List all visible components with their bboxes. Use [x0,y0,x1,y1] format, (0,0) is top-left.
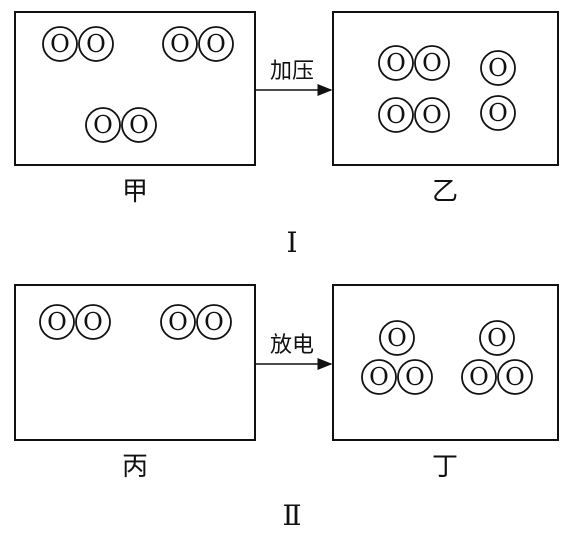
atom-symbol: O [93,111,113,139]
oxygen-atom: O [121,107,157,143]
atom-circle [198,26,234,62]
oxygen-atom: O [378,45,414,81]
oxygen-atom: O [160,304,196,340]
atom-symbol: O [206,30,226,58]
atom-circle [78,26,114,62]
atom-symbol: O [387,324,407,352]
atom-circle [378,45,414,81]
oxygen-atom: O [361,359,397,395]
atom-symbol: O [488,54,508,82]
oxygen-atom: O [497,359,533,395]
atom-circle [160,304,196,340]
oxygen-atom: O [379,320,415,356]
arrow-label-discharge: 放电 [270,333,314,358]
molecule: OO [480,50,516,131]
oxygen-atom: O [461,359,497,395]
box-bing [14,284,256,441]
atom-symbol: O [170,30,190,58]
atom-circle [75,304,111,340]
atom-symbol: O [204,308,224,336]
atom-symbol: O [83,308,103,336]
section-label-2: Ⅱ [282,499,301,531]
atom-circle [196,304,232,340]
atom-symbol: O [405,363,425,391]
atom-symbol: O [487,324,507,352]
atom-circle [85,107,121,143]
atom-circle [39,304,75,340]
atom-circle [42,26,78,62]
atom-circle [480,50,516,86]
atom-symbol: O [168,308,188,336]
atom-circle [378,97,414,133]
oxygen-atom: O [397,359,433,395]
oxygen-atom: O [162,26,198,62]
oxygen-atom: O [414,45,450,81]
atom-symbol: O [369,363,389,391]
atom-circle [480,95,516,131]
arrow-label-pressurize: 加压 [270,59,314,84]
section-label-1: Ⅰ [286,226,297,259]
box-jia [14,11,256,166]
oxygen-atom: O [78,26,114,62]
box-yi [332,11,559,166]
atom-circle [162,26,198,62]
oxygen-atom: O [414,97,450,133]
atom-circle [461,359,497,395]
atom-symbol: O [386,101,406,129]
atom-symbol: O [86,30,106,58]
atom-circle [479,320,515,356]
label-jia: 甲 [122,177,148,207]
label-ding: 丁 [432,452,458,482]
oxygen-atom: O [378,97,414,133]
atom-symbol: O [488,99,508,127]
label-yi: 乙 [432,177,458,207]
atom-circle [497,359,533,395]
atom-circle [397,359,433,395]
label-bing: 丙 [122,452,148,482]
atom-circle [379,320,415,356]
oxygen-atom: O [196,304,232,340]
oxygen-atom: O [479,320,515,356]
atom-symbol: O [469,363,489,391]
atom-symbol: O [505,363,525,391]
atom-symbol: O [422,49,442,77]
oxygen-atom: O [85,107,121,143]
atom-symbol: O [129,111,149,139]
oxygen-atom: O [480,95,516,131]
atom-symbol: O [422,101,442,129]
atom-circle [361,359,397,395]
atom-symbol: O [50,30,70,58]
oxygen-atom: O [480,50,516,86]
oxygen-atom: O [42,26,78,62]
atom-symbol: O [386,49,406,77]
oxygen-atom: O [75,304,111,340]
atom-circle [414,97,450,133]
oxygen-atom: O [39,304,75,340]
oxygen-atom: O [198,26,234,62]
atom-circle [414,45,450,81]
atom-circle [121,107,157,143]
atom-symbol: O [47,308,67,336]
box-ding [332,284,559,441]
